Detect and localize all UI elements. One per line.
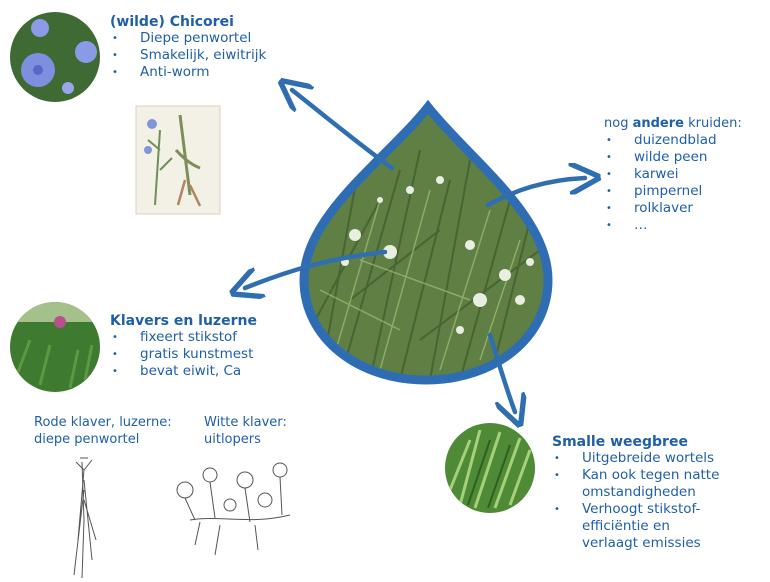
clover-block: Klavers en luzerne •fixeert stikstof •gr… — [110, 313, 257, 380]
list-item: •fixeert stikstof — [110, 329, 257, 346]
chicory-photo — [10, 12, 100, 102]
list-item: •Uitgebreide wortels — [552, 450, 719, 467]
list-item: •Smakelijk, eiwitrijk — [110, 47, 270, 64]
clover-title: Klavers en luzerne — [110, 313, 257, 329]
list-item: •rolklaver — [604, 200, 742, 217]
other-herbs-title: nog andere kruiden: — [604, 115, 742, 132]
list-item: •Kan ook tegen natteomstandigheden — [552, 467, 719, 501]
other-herbs-block: nog andere kruiden: •duizendblad •wilde … — [604, 115, 742, 234]
other-herbs-list: •duizendblad •wilde peen •karwei •pimper… — [604, 132, 742, 234]
chicory-title: (wilde) Chicorei — [110, 14, 270, 30]
chicory-drawing — [136, 106, 220, 214]
list-item: •Verhoogt stikstof-efficiëntie enverlaag… — [552, 501, 719, 552]
chicory-block: (wilde) Chicorei •Diepe penwortel •Smake… — [110, 14, 270, 81]
red-clover-caption: Rode klaver, luzerne: diepe penwortel — [34, 414, 172, 448]
plantain-list: •Uitgebreide wortels •Kan ook tegen natt… — [552, 450, 719, 552]
meadow-drop-image — [290, 100, 560, 390]
plantain-title: Smalle weegbree — [552, 434, 719, 450]
list-item: •bevat eiwit, Ca — [110, 363, 257, 380]
list-item: •… — [604, 217, 742, 234]
plantain-photo — [445, 423, 535, 513]
chicory-list: •Diepe penwortel •Smakelijk, eiwitrijk •… — [110, 30, 270, 81]
white-clover-caption: Witte klaver: uitlopers — [204, 414, 287, 448]
clover-photo — [10, 302, 100, 392]
list-item: •wilde peen — [604, 149, 742, 166]
red-clover-root-drawing — [74, 458, 96, 578]
list-item: •gratis kunstmest — [110, 346, 257, 363]
arrow-to-chicory — [292, 90, 392, 168]
list-item: •duizendblad — [604, 132, 742, 149]
list-item: •Diepe penwortel — [110, 30, 270, 47]
list-item: •pimpernel — [604, 183, 742, 200]
list-item: •karwei — [604, 166, 742, 183]
clover-list: •fixeert stikstof •gratis kunstmest •bev… — [110, 329, 257, 380]
white-clover-stolon-drawing — [177, 463, 290, 555]
list-item: •Anti-worm — [110, 64, 270, 81]
plantain-block: Smalle weegbree •Uitgebreide wortels •Ka… — [552, 434, 719, 552]
